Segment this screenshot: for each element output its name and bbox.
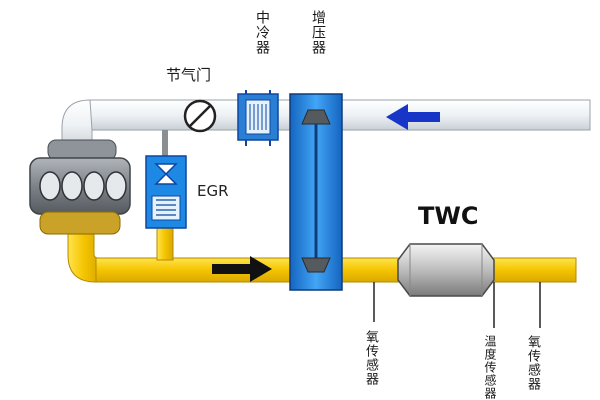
intercooler-label: 中冷器 [254,10,270,55]
o2-sensor-upstream-label: 氧传感器 [363,330,378,386]
turbocharger [289,93,343,291]
egr-valve [145,130,187,229]
egr-label: EGR [197,182,229,200]
twc-label: TWC [418,202,479,230]
catalytic-converter [397,243,495,297]
o2-sensor-downstream-label: 氧传感器 [525,335,540,391]
turbo-label: 增压器 [310,10,326,55]
intake-flow-arrow [386,104,440,130]
throttle-valve [183,99,217,133]
engine-block [29,139,131,235]
intercooler [237,90,279,146]
engine-cylinders [39,171,127,201]
throttle-label: 节气门 [166,66,212,84]
exhaust-flow-arrow [212,256,272,282]
temp-sensor-label: 温度传感器 [483,335,497,400]
